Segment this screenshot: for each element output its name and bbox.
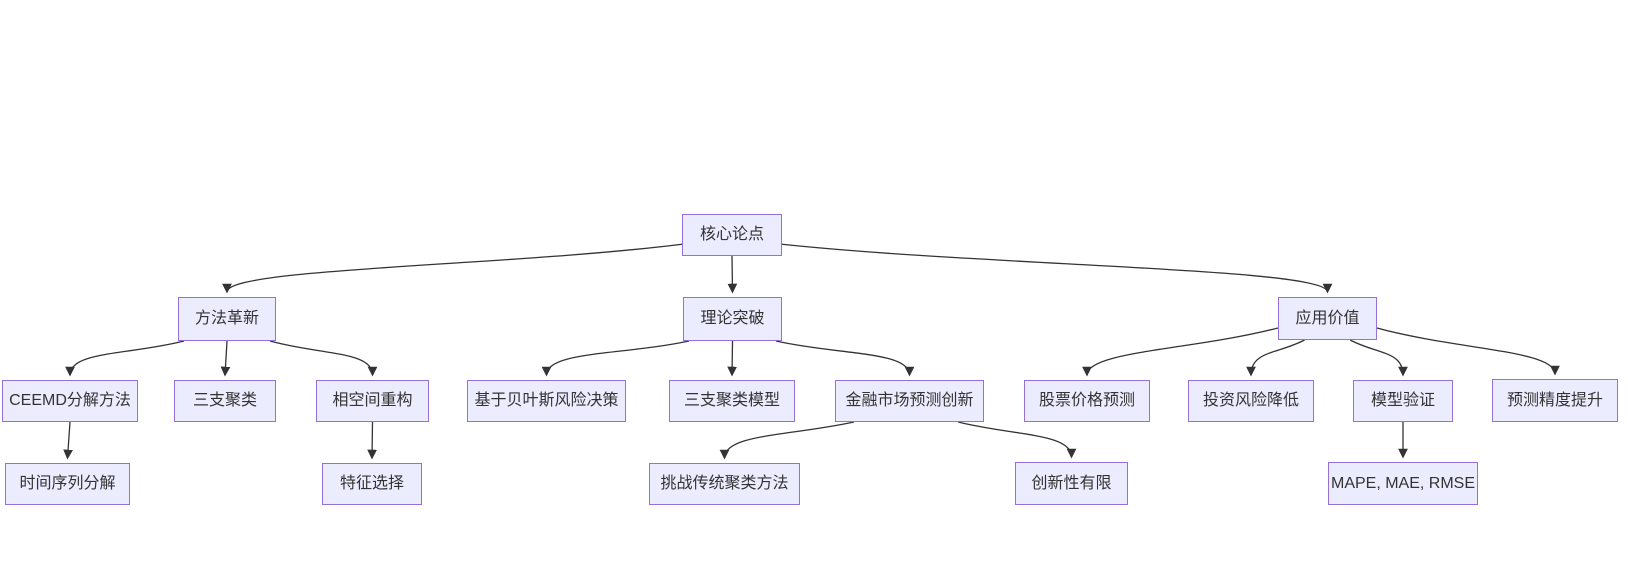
edge-finance-challenge [719, 421, 855, 460]
diagram-node-ceemd: CEEMD分解方法 [2, 380, 138, 422]
node-label: 基于贝叶斯风险决策 [474, 392, 619, 410]
node-label: 模型验证 [1370, 392, 1435, 410]
diagram-node-limited: 创新性有限 [1015, 462, 1128, 505]
diagram-node-challenge: 挑战传统聚类方法 [649, 463, 800, 505]
edge-finance-limited [957, 421, 1077, 459]
edge-value-stock [1082, 327, 1279, 377]
diagram-node-method: 方法革新 [178, 297, 276, 341]
edge-theory-finance [775, 340, 915, 377]
edge-value-validate [1349, 339, 1408, 377]
edge-value-risk [1246, 339, 1305, 377]
diagram-node-feature: 特征选择 [322, 463, 422, 505]
diagram-node-risk: 投资风险降低 [1188, 380, 1314, 422]
node-label: 挑战传统聚类方法 [660, 475, 789, 493]
node-label: CEEMD分解方法 [9, 392, 131, 410]
edge-theory-bayes [541, 340, 690, 377]
node-label: 三支聚类模型 [683, 392, 780, 410]
diagram-node-validate: 模型验证 [1353, 380, 1453, 422]
edge-theory-twcmodel [727, 340, 737, 377]
node-label: 金融市场预测创新 [845, 392, 974, 410]
diagram-node-twcmodel: 三支聚类模型 [669, 380, 795, 422]
node-label: 三支聚类 [192, 392, 257, 410]
edge-ceemd-tsdecomp [63, 421, 73, 460]
edge-value-accuracy [1376, 327, 1560, 376]
diagram-node-tsdecomp: 时间序列分解 [5, 463, 130, 505]
node-label: 应用价值 [1295, 309, 1360, 327]
node-label: MAPE, MAE, RMSE [1330, 474, 1476, 492]
node-label: 股票价格预测 [1038, 392, 1135, 410]
edge-method-ceemd [65, 340, 185, 377]
diagram-node-accuracy: 预测精度提升 [1492, 379, 1618, 422]
diagram-node-bayes: 基于贝叶斯风险决策 [467, 380, 626, 422]
node-label: 时间序列分解 [19, 475, 116, 493]
diagram-node-theory: 理论突破 [683, 297, 782, 341]
node-label: 预测精度提升 [1506, 391, 1603, 409]
edge-method-phase [269, 340, 378, 377]
node-label: 理论突破 [700, 310, 765, 328]
edge-method-threeway [220, 340, 231, 377]
diagram-node-stock: 股票价格预测 [1024, 380, 1150, 422]
diagram-node-threeway: 三支聚类 [174, 380, 276, 422]
diagram-node-finance: 金融市场预测创新 [835, 380, 984, 422]
node-label: 方法革新 [194, 310, 259, 328]
edge-phase-feature [367, 421, 377, 460]
node-label: 创新性有限 [1031, 474, 1112, 492]
diagram-node-phase: 相空间重构 [316, 380, 429, 422]
node-label: 投资风险降低 [1202, 392, 1299, 410]
node-label: 相空间重构 [332, 392, 413, 410]
diagram-node-value: 应用价值 [1278, 297, 1377, 340]
diagram-node-core: 核心论点 [682, 214, 782, 256]
edge-core-method [222, 243, 683, 294]
node-label: 特征选择 [339, 475, 404, 493]
diagram-node-metrics: MAPE, MAE, RMSE [1328, 462, 1478, 505]
node-label: 核心论点 [699, 226, 764, 244]
edge-core-value [781, 243, 1333, 294]
edge-core-theory [727, 255, 738, 294]
